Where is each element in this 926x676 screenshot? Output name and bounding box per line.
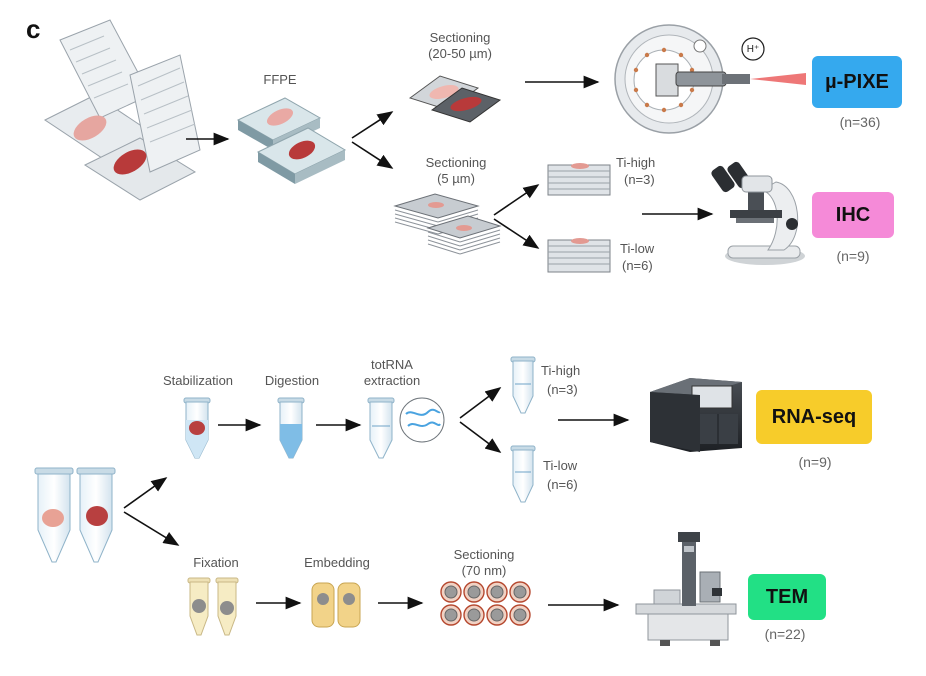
pixe-chamber-icon	[614, 24, 806, 134]
ihc-n: (n=9)	[836, 248, 870, 264]
ion-label: H⁺	[746, 44, 760, 55]
grid-icon	[440, 581, 531, 626]
rna-ti-low-n: (n=6)	[547, 477, 578, 492]
fixation-label: Fixation	[193, 555, 239, 570]
ti-high-tube-icon	[510, 356, 536, 414]
resin-block-icon	[311, 582, 361, 628]
tem-n: (n=22)	[764, 626, 806, 642]
extraction-label: extraction	[363, 373, 421, 388]
electron-microscope-icon	[635, 532, 737, 646]
sectioning-tem-size: (70 nm)	[461, 563, 507, 578]
ti-low-tube-icon	[510, 445, 536, 503]
microtube-icon	[34, 467, 116, 563]
sequencer-icon	[650, 378, 742, 452]
ffpe-block-icon	[236, 97, 347, 184]
arrow-to-stabilization	[123, 477, 168, 509]
tem-grid-section	[444, 585, 458, 599]
fixation-tube-icon	[187, 577, 239, 636]
embedding-label: Embedding	[304, 555, 370, 570]
ti-high-label: Ti-high	[616, 155, 656, 170]
pixe-badge: µ-PIXE	[812, 56, 902, 108]
sectioning-thick-size: (20-50 µm)	[428, 46, 492, 61]
digestion-tube-icon	[277, 397, 305, 459]
sectioning-tem-label: Sectioning	[453, 547, 515, 562]
proton-ion-icon	[741, 37, 765, 61]
ffpe-label: FFPE	[263, 72, 297, 87]
extraction-tube-icon	[367, 397, 395, 459]
panel-letter: c	[26, 14, 41, 44]
tem-grid-section	[444, 608, 458, 622]
digestion-label: Digestion	[264, 373, 320, 388]
tem-badge: TEM	[748, 574, 826, 620]
arrow-to-rna-ti-low	[459, 421, 502, 453]
tem-grid-section	[467, 585, 481, 599]
tem-grid-section	[490, 608, 504, 622]
rna-ti-high-label: Ti-high	[541, 363, 581, 378]
rna-strand-icon	[399, 397, 445, 443]
tem-grid-section	[513, 585, 527, 599]
tem-grid-section	[513, 608, 527, 622]
rnaseq-n: (n=9)	[798, 454, 832, 470]
ti-low-n: (n=6)	[622, 258, 653, 273]
ti-low-label: Ti-low	[620, 241, 655, 256]
rna-ti-low-label: Ti-low	[543, 458, 578, 473]
microscope-icon	[711, 161, 805, 265]
arrow-to-rna-ti-high	[459, 387, 502, 419]
arrow-to-thick-section	[351, 111, 394, 139]
glass-slide-icon	[408, 75, 502, 123]
rna-ti-high-n: (n=3)	[547, 382, 578, 397]
tem-grid-section	[490, 585, 504, 599]
sectioning-thin-size: (5 µm)	[437, 171, 475, 186]
pixe-n: (n=36)	[839, 114, 881, 130]
arrow-to-ti-high	[493, 184, 540, 216]
stabilization-tube-icon	[183, 397, 211, 459]
ti-high-stack-icon	[547, 163, 611, 196]
sectioning-thin-label: Sectioning	[425, 155, 487, 170]
totrna-label: totRNA	[371, 357, 413, 372]
slide-stack-icon	[393, 193, 502, 255]
ti-high-n: (n=3)	[624, 172, 655, 187]
arrow-to-thin-section	[351, 141, 394, 169]
arrow-to-ti-low	[493, 218, 540, 249]
ihc-badge: IHC	[812, 192, 894, 238]
rnaseq-badge: RNA-seq	[756, 390, 872, 444]
sectioning-thick-label: Sectioning	[429, 30, 491, 45]
arrow-to-fixation	[123, 511, 180, 546]
tissue-cassette-icon	[44, 19, 201, 201]
stabilization-label: Stabilization	[162, 373, 234, 388]
tem-grid-section	[467, 608, 481, 622]
ti-low-stack-icon	[547, 238, 611, 273]
